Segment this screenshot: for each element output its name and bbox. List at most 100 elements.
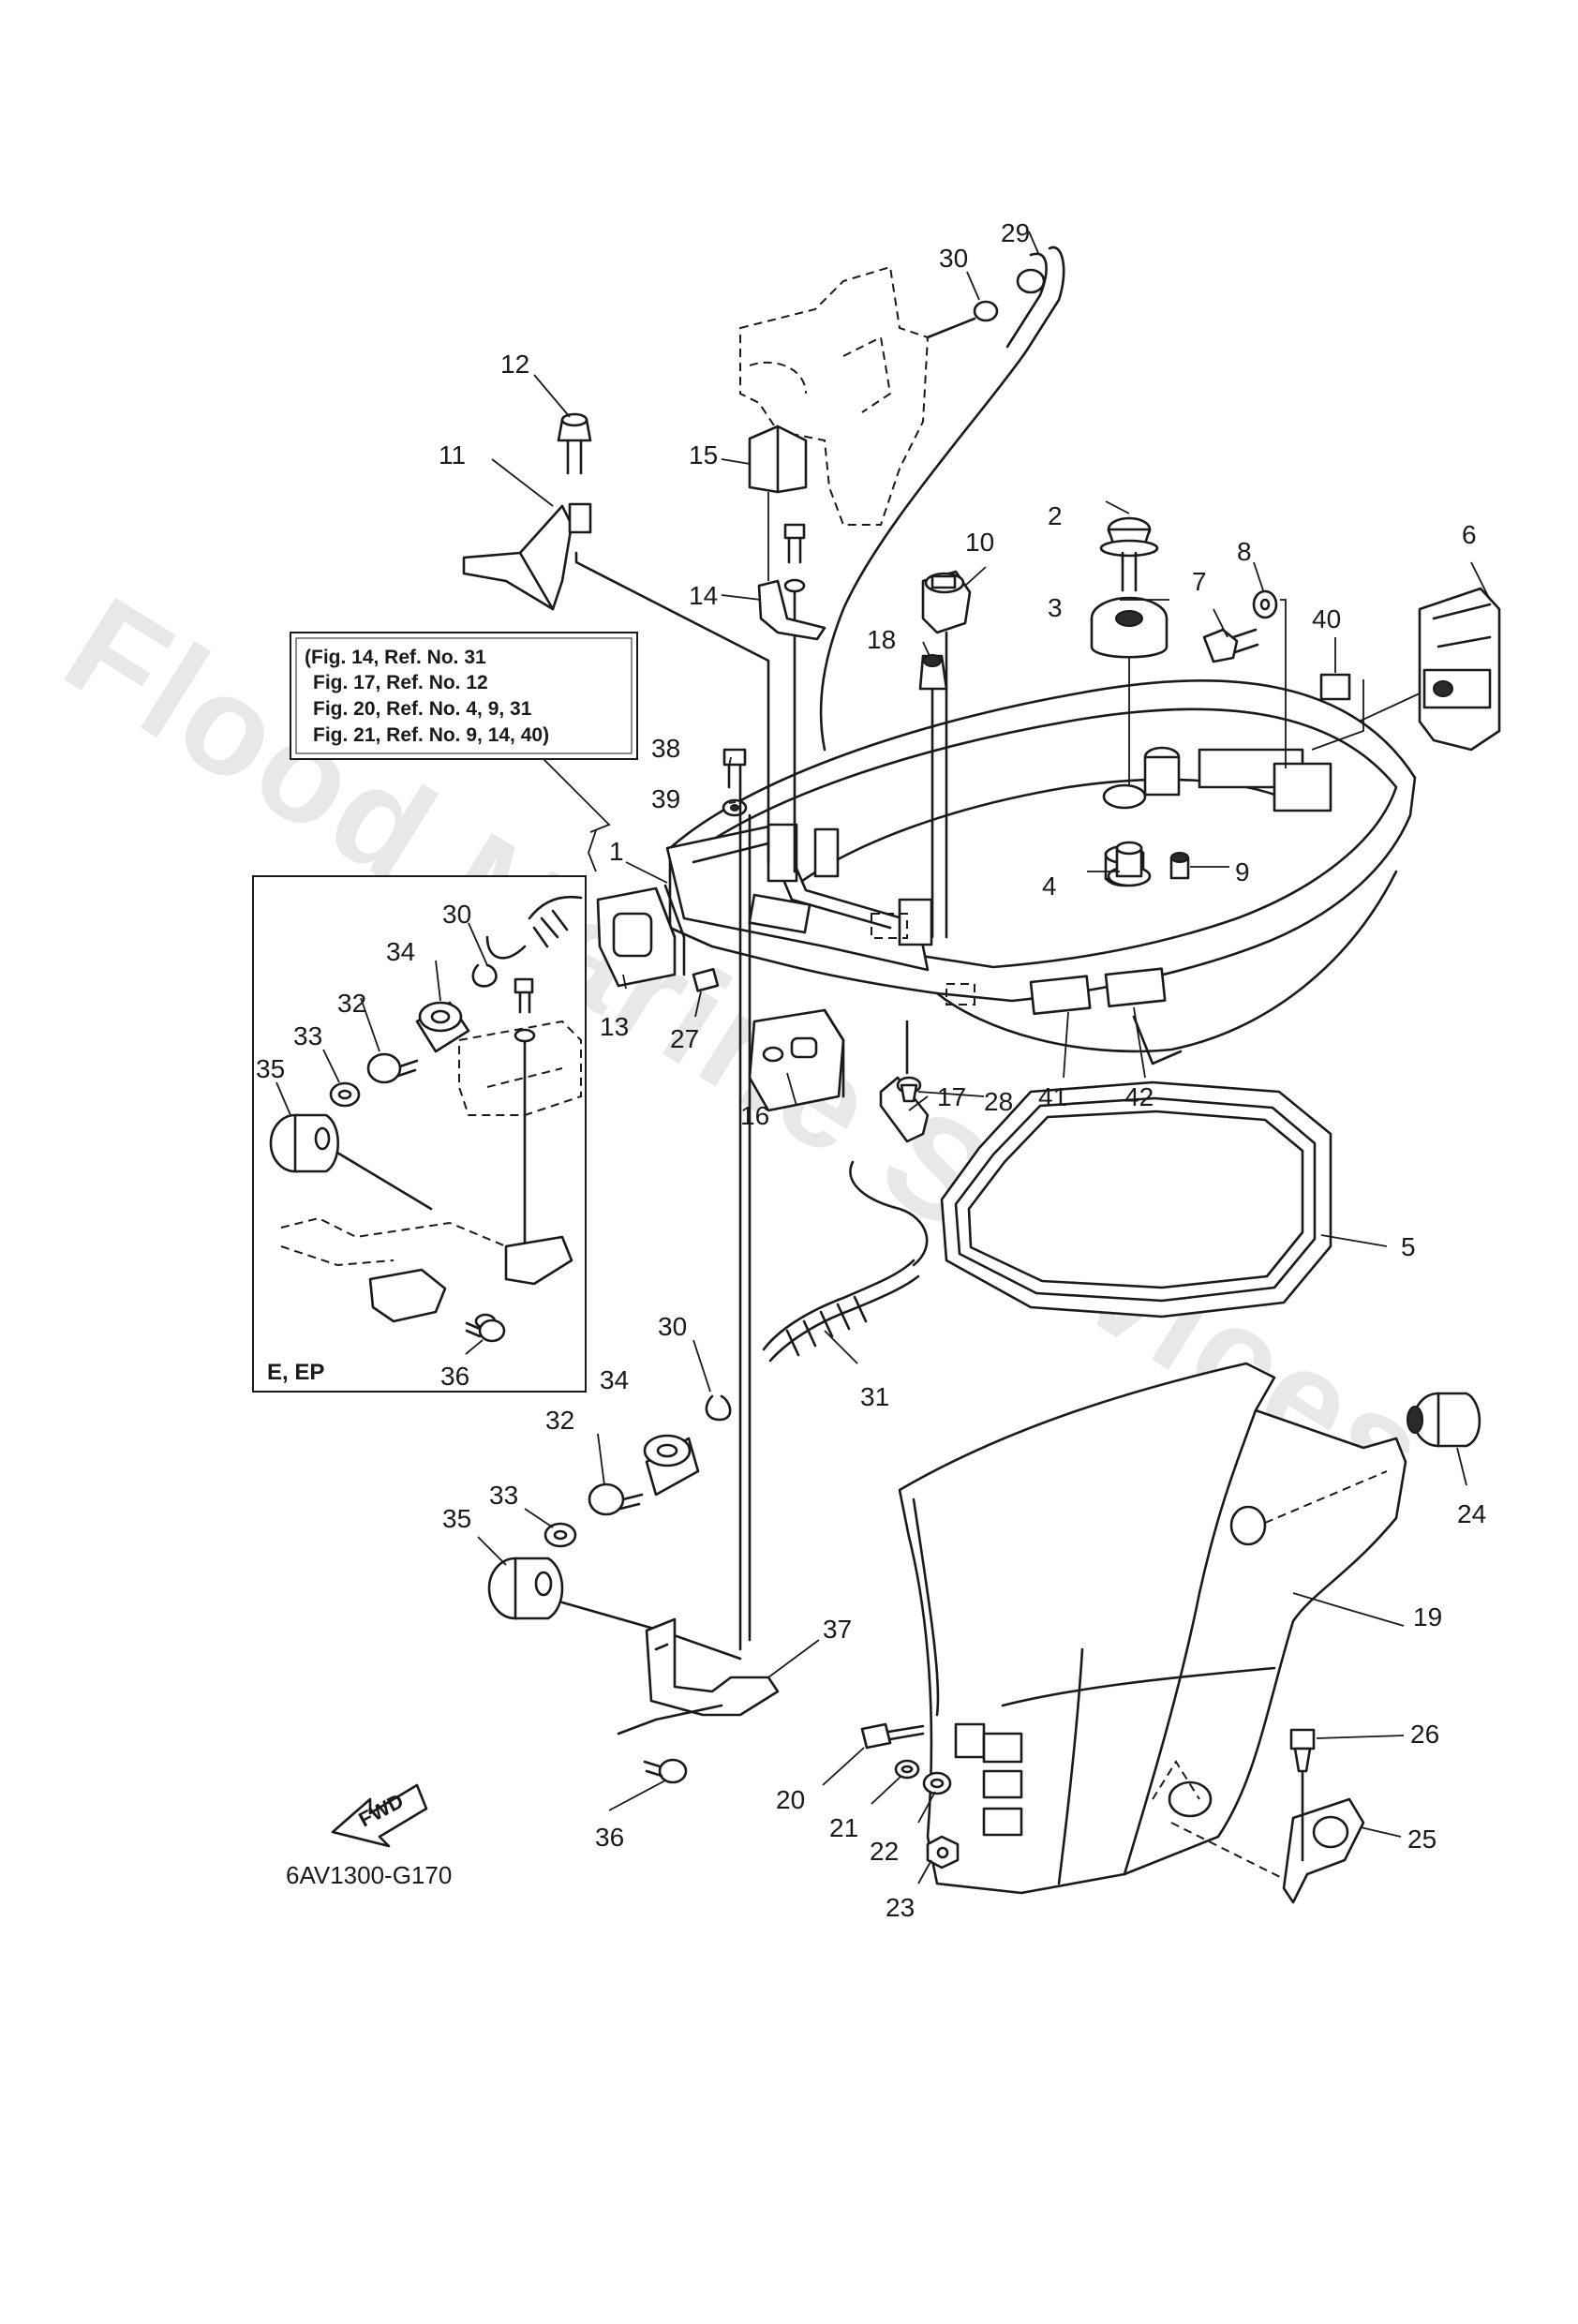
hose-29 bbox=[819, 246, 1065, 752]
callout-12: 12 bbox=[500, 350, 529, 379]
label-40 bbox=[1319, 673, 1351, 701]
callout-42: 42 bbox=[1124, 1082, 1154, 1111]
callout-40: 40 bbox=[1312, 604, 1341, 633]
callout-24: 24 bbox=[1457, 1499, 1486, 1528]
pad-17 bbox=[879, 1076, 930, 1143]
inset-callout-34: 34 bbox=[386, 937, 415, 966]
bolt-38 bbox=[722, 748, 747, 789]
callout-1: 1 bbox=[609, 837, 624, 866]
callout-6: 6 bbox=[1462, 520, 1477, 549]
callout-11: 11 bbox=[439, 440, 466, 469]
callouts: 1 2 3 4 5 6 7 8 9 10 11 12 13 14 15 16 1… bbox=[256, 218, 1486, 1922]
reference-note-line-2: Fig. 17, Ref. No. 12 bbox=[313, 672, 488, 693]
callout-4: 4 bbox=[1042, 872, 1057, 901]
reference-note-line-4: Fig. 21, Ref. No. 9, 14, 40) bbox=[313, 724, 549, 746]
bottom-seal bbox=[940, 1080, 1332, 1318]
screw-20 bbox=[860, 1722, 925, 1750]
callout-17: 17 bbox=[937, 1082, 966, 1111]
callout-14: 14 bbox=[689, 581, 718, 610]
bolt-26 bbox=[1289, 1728, 1316, 1773]
callout-9: 9 bbox=[1235, 857, 1250, 886]
callout-36: 36 bbox=[595, 1823, 624, 1852]
callout-28: 28 bbox=[984, 1087, 1013, 1116]
grommet-3 bbox=[1090, 596, 1169, 659]
fwd-arrow: FWD bbox=[331, 1783, 428, 1848]
callout-26: 26 bbox=[1410, 1720, 1439, 1749]
callout-8: 8 bbox=[1237, 537, 1252, 566]
screw-36 bbox=[617, 1704, 723, 1784]
callout-23: 23 bbox=[886, 1893, 915, 1922]
clip-30-top bbox=[926, 300, 999, 339]
callout-30b: 30 bbox=[658, 1312, 687, 1341]
callout-27: 27 bbox=[670, 1024, 699, 1053]
reference-note-line-1: (Fig. 14, Ref. No. 31 bbox=[305, 647, 486, 668]
callout-38: 38 bbox=[651, 734, 680, 763]
callout-13: 13 bbox=[600, 1012, 629, 1041]
nut-23 bbox=[926, 1835, 960, 1870]
grommet-35 bbox=[487, 1557, 564, 1620]
bracket-37 bbox=[645, 1617, 780, 1717]
leader-lines bbox=[275, 231, 1491, 1885]
callout-34: 34 bbox=[600, 1365, 629, 1394]
callout-32: 32 bbox=[545, 1406, 574, 1435]
callout-31: 31 bbox=[860, 1382, 889, 1411]
bracket-11 bbox=[462, 502, 592, 611]
lower-cover bbox=[898, 1362, 1407, 1895]
callout-37: 37 bbox=[823, 1615, 852, 1644]
cable-31 bbox=[762, 1160, 929, 1363]
callout-25: 25 bbox=[1407, 1825, 1437, 1854]
panel-16 bbox=[748, 1008, 845, 1112]
reference-note-line-3: Fig. 20, Ref. No. 4, 9, 31 bbox=[313, 698, 532, 720]
seal-27 bbox=[692, 968, 720, 992]
callout-16: 16 bbox=[740, 1101, 769, 1130]
callout-35: 35 bbox=[442, 1504, 471, 1533]
bolt-7 bbox=[1202, 628, 1259, 663]
inset-callout-32: 32 bbox=[337, 989, 366, 1018]
callout-2: 2 bbox=[1048, 501, 1063, 530]
callout-5: 5 bbox=[1401, 1232, 1416, 1261]
washer-8 bbox=[1252, 589, 1278, 619]
callout-20: 20 bbox=[776, 1785, 805, 1814]
bolt-12 bbox=[557, 412, 592, 475]
callout-10: 10 bbox=[965, 528, 994, 557]
clip-30 bbox=[705, 1394, 732, 1422]
washer-33 bbox=[543, 1522, 577, 1548]
grommet-24 bbox=[1407, 1392, 1481, 1448]
valve-18 bbox=[918, 654, 948, 691]
cover-13 bbox=[596, 884, 686, 988]
callout-15: 15 bbox=[689, 440, 718, 469]
nut-9 bbox=[1169, 852, 1190, 880]
bolt-2 bbox=[1099, 516, 1159, 592]
screw-15a bbox=[783, 523, 806, 873]
inset-callout-30: 30 bbox=[442, 900, 471, 929]
engine-outline bbox=[739, 265, 930, 526]
inset-label: E, EP bbox=[267, 1360, 324, 1385]
callout-18: 18 bbox=[867, 625, 896, 654]
inset-parts bbox=[269, 895, 583, 1343]
callout-21: 21 bbox=[829, 1813, 858, 1842]
callout-7: 7 bbox=[1192, 567, 1207, 596]
diagram-code: 6AV1300-G170 bbox=[286, 1861, 452, 1889]
latch-6 bbox=[1358, 587, 1501, 752]
callout-22: 22 bbox=[870, 1837, 899, 1866]
callout-3: 3 bbox=[1048, 593, 1063, 622]
washer-22 bbox=[922, 1771, 952, 1795]
bracket-15 bbox=[748, 425, 808, 494]
screw-28 bbox=[896, 1020, 922, 1103]
inset-callout-36: 36 bbox=[440, 1362, 469, 1391]
callout-41: 41 bbox=[1038, 1082, 1067, 1111]
callout-30: 30 bbox=[939, 244, 968, 273]
inset-callout-35: 35 bbox=[256, 1054, 285, 1083]
bushing-32 bbox=[588, 1482, 644, 1516]
bracket-14 bbox=[757, 579, 826, 641]
callout-29: 29 bbox=[1001, 218, 1030, 247]
callout-39: 39 bbox=[651, 784, 680, 813]
inset-callout-33: 33 bbox=[293, 1021, 322, 1050]
plug-10 bbox=[921, 570, 972, 634]
nut-34 bbox=[643, 1434, 700, 1497]
clip-25 bbox=[1170, 1750, 1365, 1904]
callout-19: 19 bbox=[1413, 1602, 1442, 1631]
washer-21 bbox=[894, 1759, 920, 1780]
callout-33: 33 bbox=[489, 1481, 518, 1510]
